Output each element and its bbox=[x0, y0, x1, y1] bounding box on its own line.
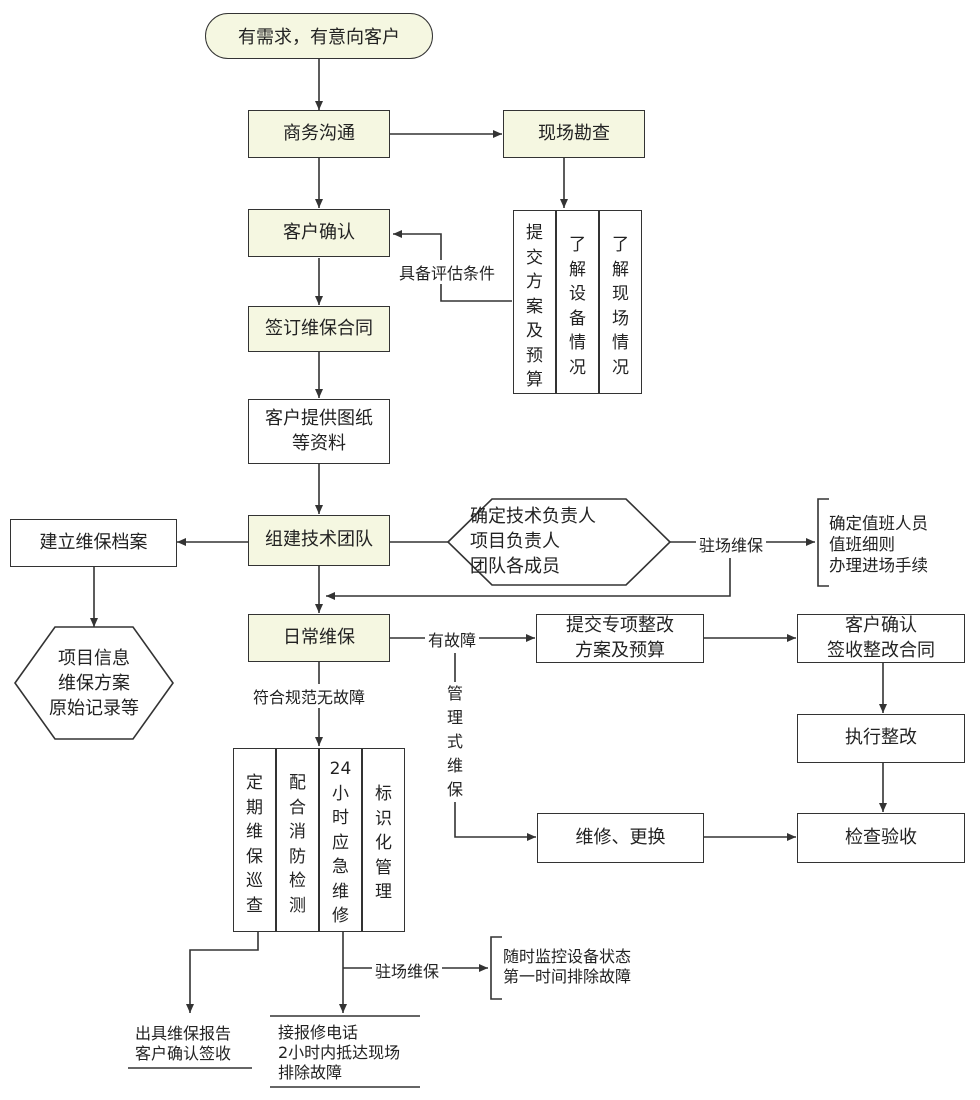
arrow-onsite-daily bbox=[326, 558, 731, 600]
bracket-onsite-items bbox=[817, 498, 829, 587]
onsite-maintenance-label-1: 驻场维保 bbox=[696, 532, 767, 556]
hotline-text: 接报修电话 2小时内抵达现场 排除故障 bbox=[278, 1023, 401, 1082]
team-roles-hexagon bbox=[446, 498, 672, 586]
survey-column-site: 了解现场情况 bbox=[599, 210, 642, 394]
normal-no-fault-label: 符合规范无故障 bbox=[250, 684, 369, 708]
archive-items-text: 项目信息 维保方案 原始记录等 bbox=[49, 648, 139, 719]
inspect-accept-box: 检查验收 bbox=[797, 813, 965, 863]
fault-label: 有故障 bbox=[425, 627, 480, 651]
sign-contract-box: 签订维保合同 bbox=[248, 306, 390, 352]
archive-box: 建立维保档案 bbox=[10, 519, 177, 567]
arrow-managed-repair bbox=[454, 653, 536, 841]
bracket-monitor bbox=[490, 936, 502, 1000]
team-roles-text: 确定技术负责人 项目负责人 团队各成员 bbox=[470, 506, 596, 577]
onsite-items-text: 确定值班人员 值班细则 办理进场手续 bbox=[829, 514, 928, 575]
assess-condition-label: 具备评估条件 bbox=[396, 260, 499, 284]
service-column-fire-test: 配合消防检测 bbox=[276, 748, 319, 932]
execute-rectify-box: 执行整改 bbox=[797, 714, 965, 763]
service-column-patrol: 定期维保巡查 bbox=[233, 748, 276, 932]
business-communication-box: 商务沟通 bbox=[248, 110, 390, 158]
service-column-labeling: 标识化管理 bbox=[362, 748, 405, 932]
daily-maintenance-box: 日常维保 bbox=[248, 614, 390, 662]
onsite-maintenance-label-2: 驻场维保 bbox=[372, 958, 443, 982]
site-survey-box: 现场勘查 bbox=[503, 110, 645, 158]
rectify-confirm-box: 客户确认 签收整改合同 bbox=[797, 614, 965, 663]
build-team-box: 组建技术团队 bbox=[248, 515, 390, 566]
survey-column-plan: 提交方案及预算 bbox=[513, 210, 556, 394]
monitor-text: 随时监控设备状态 第一时间排除故障 bbox=[503, 947, 632, 986]
survey-column-equipment: 了解设备情况 bbox=[556, 210, 599, 394]
rectify-plan-box: 提交专项整改 方案及预算 bbox=[536, 614, 704, 663]
managed-maintenance-label: 管理式维保 bbox=[444, 682, 466, 802]
arrow-patrol-report bbox=[186, 932, 259, 1013]
archive-items-hexagon bbox=[14, 626, 174, 740]
service-column-emergency: 24小时应急维修 bbox=[319, 748, 362, 932]
repair-replace-box: 维修、更换 bbox=[537, 813, 704, 863]
customer-confirm-box: 客户确认 bbox=[248, 209, 390, 257]
start-node: 有需求，有意向客户 bbox=[205, 13, 433, 59]
report-text: 出具维保报告 客户确认签收 bbox=[135, 1024, 232, 1063]
provide-drawings-box: 客户提供图纸 等资料 bbox=[248, 399, 390, 464]
